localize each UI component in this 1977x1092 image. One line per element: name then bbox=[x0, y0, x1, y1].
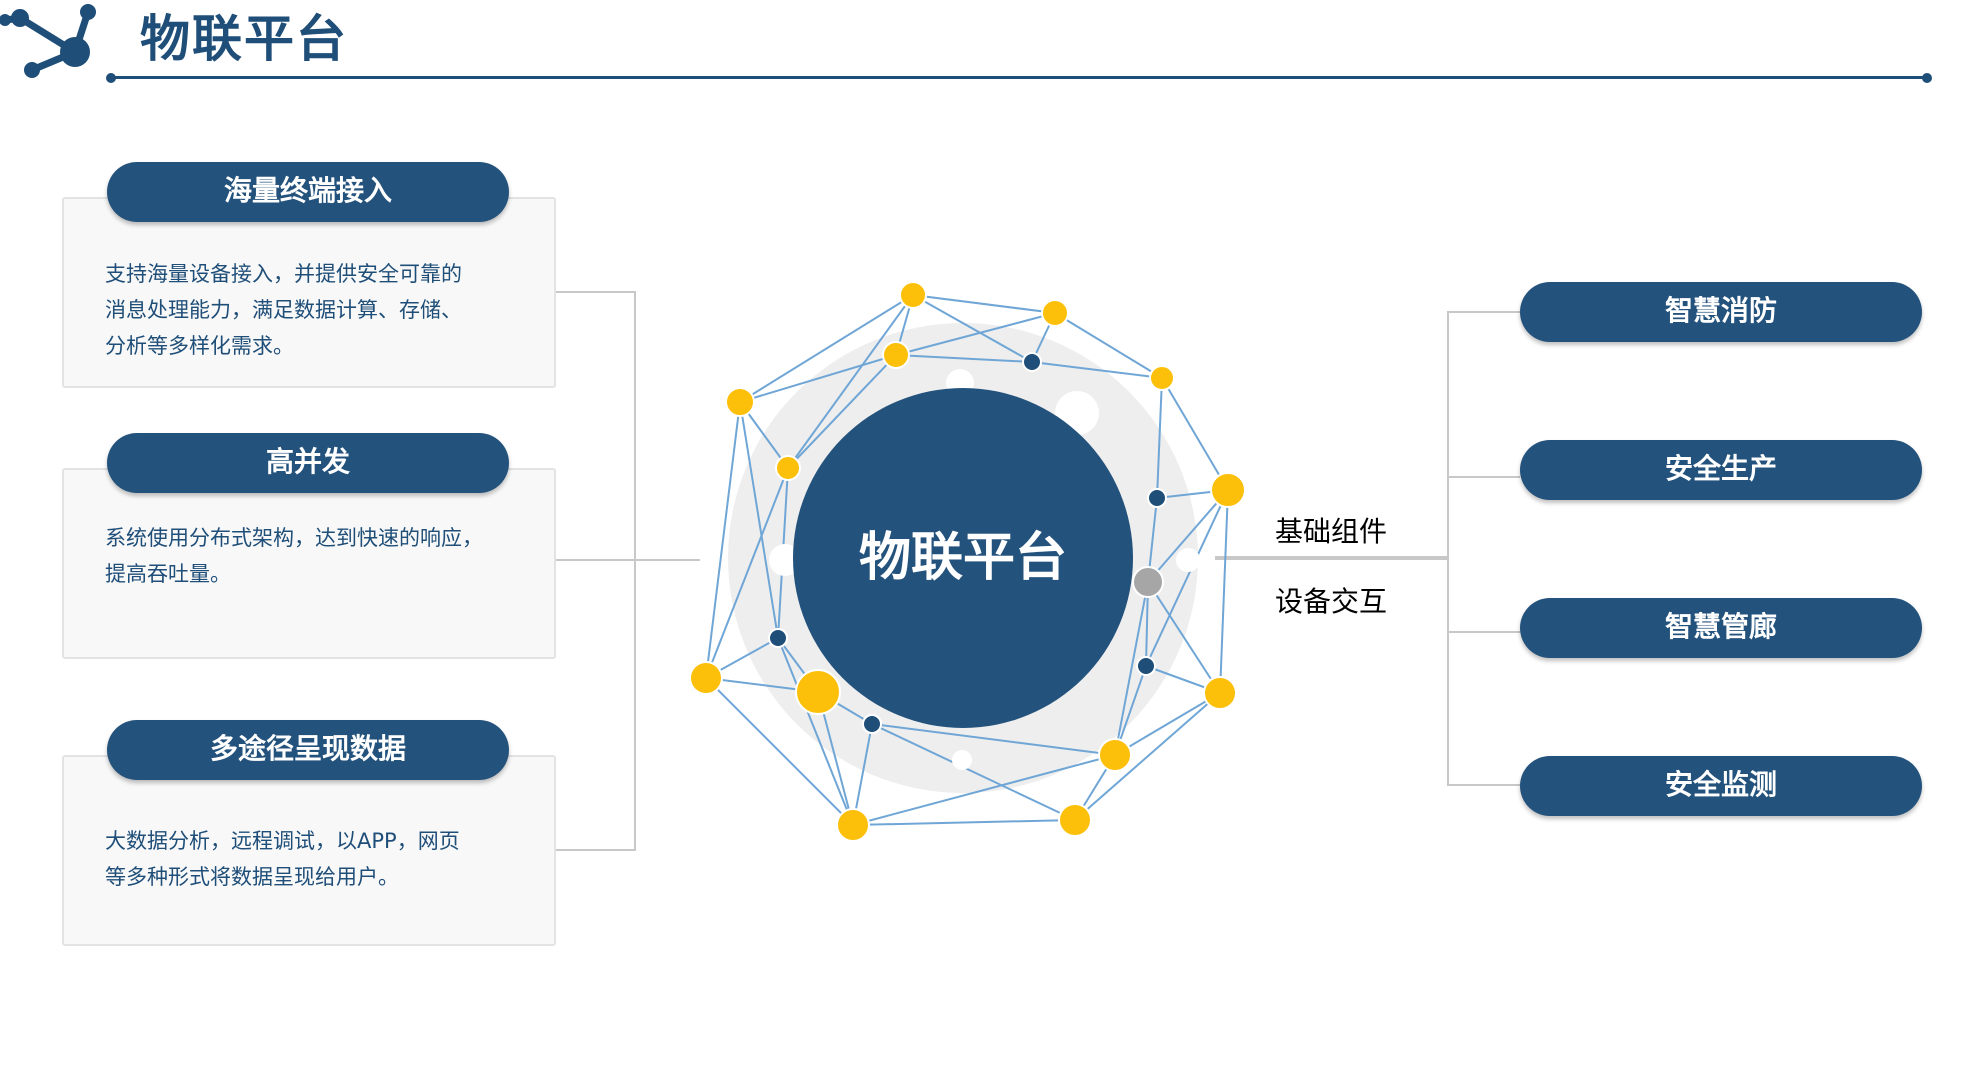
network-edge bbox=[705, 677, 854, 826]
application-pill: 安全监测 bbox=[1520, 756, 1922, 816]
right-bracket-connector bbox=[1447, 311, 1520, 786]
network-edge bbox=[1147, 581, 1221, 694]
feature-card bbox=[62, 755, 556, 946]
network-edge bbox=[1031, 361, 1163, 379]
network-edge bbox=[871, 723, 1076, 821]
network-edge bbox=[777, 637, 854, 826]
network-node bbox=[1149, 365, 1175, 391]
network-node bbox=[795, 669, 841, 715]
network-edge bbox=[852, 819, 1076, 826]
page-title: 物联平台 bbox=[140, 10, 348, 68]
network-edge bbox=[852, 723, 873, 826]
feature-card-body-line: 等多种形式将数据呈现给用户。 bbox=[105, 865, 399, 889]
feature-card-body-line: 支持海量设备接入，并提供安全可靠的 bbox=[105, 262, 462, 286]
network-node bbox=[1098, 738, 1132, 772]
network-node bbox=[775, 455, 801, 481]
hub-circle bbox=[793, 388, 1133, 728]
feature-card-title: 海量终端接入 bbox=[107, 162, 509, 222]
network-edge bbox=[787, 294, 914, 469]
network-edge bbox=[739, 401, 779, 639]
network-edge bbox=[1145, 489, 1229, 667]
network-lines bbox=[705, 294, 1229, 826]
network-node bbox=[1041, 299, 1069, 327]
feature-card bbox=[62, 197, 556, 388]
network-edge bbox=[1161, 377, 1229, 491]
network-edge bbox=[871, 723, 1116, 756]
application-pill: 智慧管廊 bbox=[1520, 598, 1922, 658]
feature-card-body-line: 消息处理能力，满足数据计算、存储、 bbox=[105, 298, 462, 322]
connector-top-label: 基础组件 bbox=[1275, 515, 1388, 548]
network-node bbox=[1147, 488, 1167, 508]
network-edge bbox=[1074, 692, 1221, 821]
network-edge bbox=[787, 354, 897, 469]
network-edge bbox=[739, 294, 914, 403]
network-edge bbox=[852, 754, 1116, 826]
network-node bbox=[1210, 472, 1246, 508]
feature-card-body-line: 提高吞吐量。 bbox=[105, 562, 231, 586]
connector-bottom-label: 设备交互 bbox=[1275, 585, 1388, 618]
network-node bbox=[882, 341, 910, 369]
underline-start-dot bbox=[106, 73, 116, 83]
network-node bbox=[689, 661, 723, 695]
network-node bbox=[899, 281, 927, 309]
network-node bbox=[836, 808, 870, 842]
title-underline bbox=[108, 76, 1928, 79]
application-pill: 安全生产 bbox=[1520, 440, 1922, 500]
network-node bbox=[1058, 803, 1092, 837]
network-edge bbox=[1156, 377, 1163, 499]
network-node bbox=[1203, 676, 1237, 710]
feature-card-body-line: 分析等多样化需求。 bbox=[105, 334, 294, 358]
feature-card-body: 系统使用分布式架构，达到快速的响应， 提高吞吐量。 bbox=[105, 520, 550, 592]
network-edge bbox=[912, 294, 1056, 314]
feature-card-title: 高并发 bbox=[107, 433, 509, 493]
network-node bbox=[862, 714, 882, 734]
feature-card-body-line: 系统使用分布式架构，达到快速的响应， bbox=[105, 526, 483, 550]
network-node bbox=[725, 387, 755, 417]
application-pill: 智慧消防 bbox=[1520, 282, 1922, 342]
feature-card-body: 大数据分析，远程调试，以APP，网页 等多种形式将数据呈现给用户。 bbox=[105, 823, 545, 895]
network-molecule-icon bbox=[0, 4, 96, 78]
left-bracket-connector bbox=[555, 291, 700, 851]
network-node bbox=[768, 628, 788, 648]
network-edge bbox=[739, 354, 897, 403]
network-node bbox=[1022, 352, 1042, 372]
network-edge bbox=[1219, 489, 1229, 694]
network-edge bbox=[1114, 692, 1221, 756]
network-edge bbox=[1054, 312, 1163, 379]
network-node bbox=[1132, 566, 1164, 598]
network-edge bbox=[895, 312, 1056, 356]
feature-card-body: 支持海量设备接入，并提供安全可靠的 消息处理能力，满足数据计算、存储、 分析等多… bbox=[105, 256, 545, 364]
network-node bbox=[1136, 656, 1156, 676]
network-edge bbox=[705, 401, 741, 679]
hub-label: 物联平台 bbox=[858, 528, 1067, 588]
network-nodes bbox=[689, 281, 1246, 842]
network-edge bbox=[705, 467, 789, 679]
feature-card-title: 多途径呈现数据 bbox=[107, 720, 509, 780]
network-edge bbox=[1147, 489, 1229, 583]
network-edge bbox=[895, 354, 1033, 363]
underline-end-dot bbox=[1922, 73, 1932, 83]
feature-card-body-line: 大数据分析，远程调试，以APP，网页 bbox=[105, 829, 460, 853]
network-edge bbox=[1114, 581, 1149, 756]
network-edge bbox=[912, 294, 1033, 363]
